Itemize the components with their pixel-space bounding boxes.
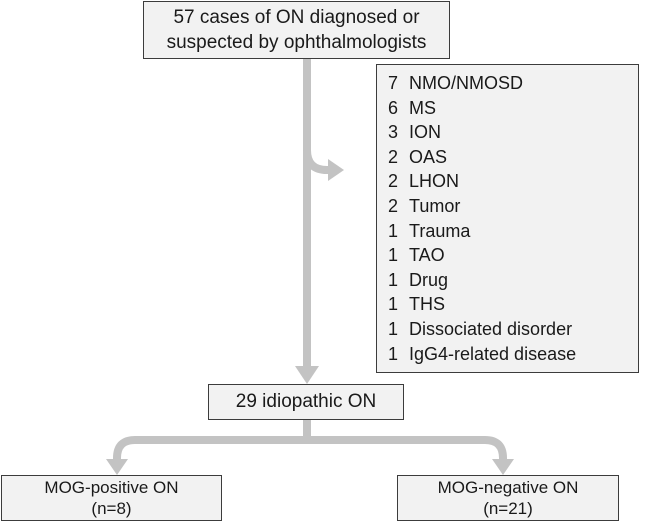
exclusion-label: Tumor	[409, 195, 461, 216]
exclusion-label: Trauma	[409, 220, 471, 241]
exclusion-item: 1 Trauma	[388, 219, 638, 244]
mog-positive-label: MOG-positive ON	[44, 478, 179, 497]
mog-negative-label: MOG-negative ON	[437, 478, 579, 497]
exclusion-item: 1 TAO	[388, 243, 638, 268]
left-arrow-line	[113, 436, 307, 460]
exclusion-count: 6	[388, 97, 399, 118]
right-arrow-head	[492, 459, 514, 475]
exclusion-label: LHON	[409, 171, 460, 192]
exclusion-arrow-head	[328, 159, 344, 181]
exclusion-item: 7 NMO/NMOSD	[388, 71, 638, 96]
left-arrow-head	[106, 459, 128, 475]
exclusion-item: 1 IgG4-related disease	[388, 342, 638, 367]
exclusion-label: ION	[409, 122, 442, 143]
exclusion-count: 2	[388, 171, 399, 192]
exclusion-count: 1	[388, 269, 399, 290]
exclusion-count: 1	[388, 245, 399, 266]
exclusion-label: THS	[409, 294, 445, 315]
exclusion-count: 1	[388, 294, 399, 315]
mog-negative-box: MOG-negative ON (n=21)	[397, 475, 619, 521]
idiopathic-label: 29 idiopathic ON	[235, 391, 377, 412]
exclusion-item: 1 THS	[388, 292, 638, 317]
exclusion-count: 3	[388, 122, 399, 143]
exclusion-label: Drug	[409, 269, 449, 290]
initial-cases-line2: suspected by ophthalmologists	[166, 32, 427, 53]
idiopathic-box: 29 idiopathic ON	[208, 384, 404, 420]
exclusion-label: Dissociated disorder	[409, 318, 573, 339]
exclusion-label: NMO/NMOSD	[409, 73, 523, 93]
mog-negative-count: (n=21)	[483, 499, 533, 518]
mog-positive-box: MOG-positive ON (n=8)	[1, 475, 222, 521]
exclusion-label: OAS	[409, 146, 448, 167]
exclusion-item: 2 Tumor	[388, 194, 638, 219]
exclusion-arrow-line	[303, 149, 329, 174]
exclusion-item: 2 OAS	[388, 145, 638, 170]
initial-cases-box: 57 cases of ON diagnosed or suspected by…	[143, 1, 450, 59]
initial-cases-line1: 57 cases of ON diagnosed or	[173, 7, 420, 28]
exclusion-item: 1 Drug	[388, 268, 638, 293]
exclusion-item: 6 MS	[388, 96, 638, 121]
right-arrow-line	[307, 436, 507, 460]
exclusion-count: 1	[388, 318, 399, 339]
exclusion-item: 3 ION	[388, 120, 638, 145]
exclusion-count: 7	[388, 73, 399, 93]
exclusion-count: 2	[388, 146, 399, 167]
main-arrow-head	[295, 366, 319, 384]
exclusion-item: 1 Dissociated disorder	[388, 317, 638, 342]
exclusion-count: 1	[388, 220, 399, 241]
exclusion-label: IgG4-related disease	[409, 343, 577, 364]
exclusion-count: 2	[388, 195, 399, 216]
exclusion-item: 2 LHON	[388, 169, 638, 194]
exclusion-count: 1	[388, 343, 399, 364]
exclusion-label: MS	[409, 97, 436, 118]
exclusion-label: TAO	[409, 245, 445, 266]
mog-positive-count: (n=8)	[91, 499, 132, 518]
